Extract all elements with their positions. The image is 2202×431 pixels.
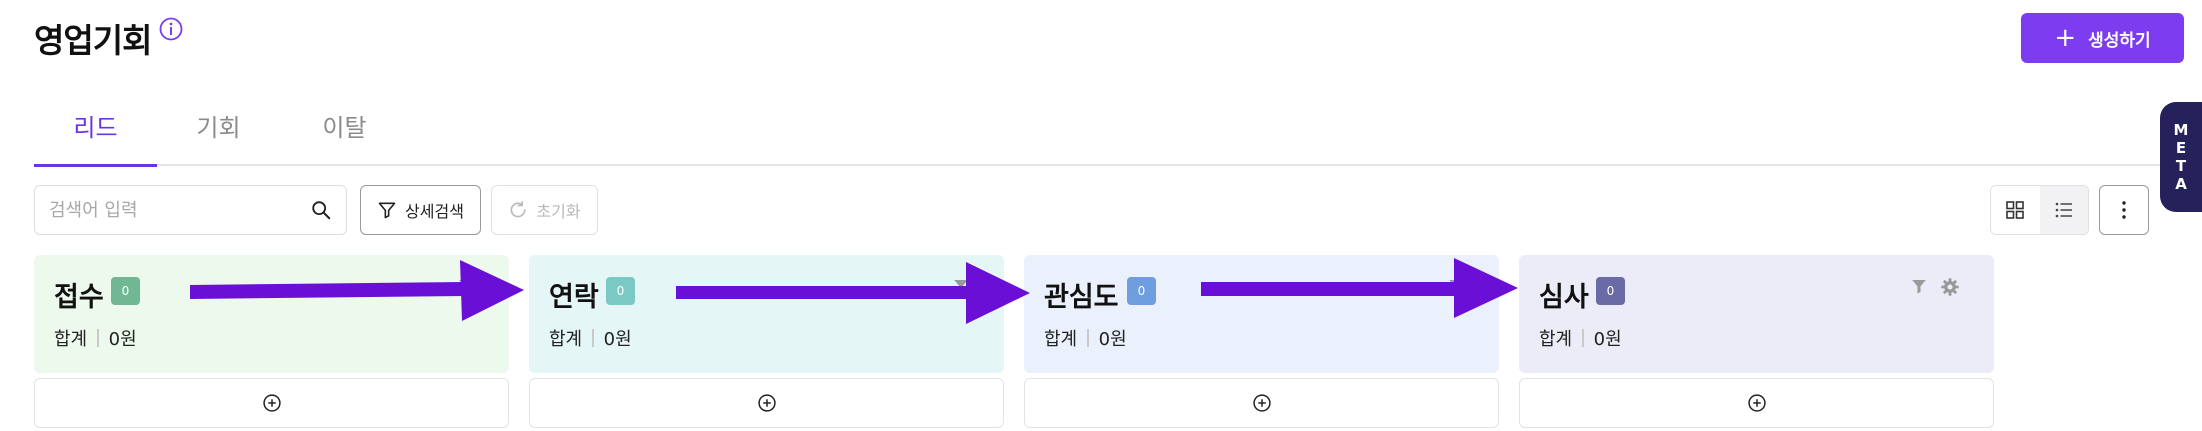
tab-lead[interactable]: 리드	[34, 108, 157, 167]
search-input[interactable]	[49, 199, 310, 221]
meta-letter: M	[2173, 121, 2189, 139]
meta-letter: T	[2175, 157, 2187, 175]
filter-icon	[378, 202, 396, 219]
kanban-column-review: 심사 0 합계 0원	[1519, 255, 1994, 428]
column-title: 접수	[54, 282, 104, 313]
plus-icon: +	[2054, 23, 2077, 53]
filter-icon[interactable]	[952, 277, 970, 295]
more-options-button[interactable]	[2099, 185, 2149, 235]
tab-label: 리드	[73, 114, 118, 142]
reset-button[interactable]: 초기화	[491, 185, 598, 235]
grid-view-button[interactable]	[1991, 186, 2040, 234]
column-sum: 합계 0원	[1044, 325, 1127, 351]
sum-label: 합계	[54, 329, 88, 350]
search-box	[34, 185, 347, 235]
create-button-label: 생성하기	[2088, 30, 2151, 51]
list-view-icon	[2055, 202, 2072, 218]
detail-search-label: 상세검색	[405, 202, 464, 221]
tab-opportunity[interactable]: 기회	[157, 108, 280, 166]
plus-circle-icon	[262, 394, 281, 412]
column-header: 접수 0 합계 0원	[34, 255, 509, 373]
meta-letter: A	[2175, 175, 2187, 193]
divider	[1582, 329, 1584, 347]
divider	[97, 329, 99, 347]
count-badge: 0	[111, 277, 140, 305]
kanban-column-interest: 관심도 0 합계 0원	[1024, 255, 1499, 428]
filter-icon[interactable]	[1447, 277, 1465, 295]
column-header: 연락 0 합계 0원	[529, 255, 1004, 373]
count-badge: 0	[1127, 277, 1156, 305]
column-sum: 합계 0원	[549, 325, 632, 351]
plus-circle-icon	[757, 394, 776, 412]
divider	[592, 329, 594, 347]
sum-value: 0원	[108, 329, 137, 350]
sum-value: 0원	[1098, 329, 1127, 350]
grid-view-icon	[2006, 201, 2025, 219]
column-actions	[952, 277, 970, 295]
column-title: 관심도	[1044, 282, 1119, 313]
count-badge: 0	[1596, 277, 1625, 305]
gear-icon[interactable]	[1940, 277, 1960, 297]
column-header: 관심도 0 합계 0원	[1024, 255, 1499, 373]
add-card-button[interactable]	[34, 378, 509, 428]
sum-value: 0원	[1593, 329, 1622, 350]
filter-icon[interactable]	[1910, 277, 1928, 295]
add-card-button[interactable]	[1024, 378, 1499, 428]
sum-value: 0원	[603, 329, 632, 350]
more-vertical-icon	[2122, 201, 2126, 219]
kanban-column-received: 접수 0 합계 0원	[34, 255, 509, 428]
column-sum: 합계 0원	[1539, 325, 1622, 351]
meta-letter: E	[2175, 139, 2187, 157]
reset-label: 초기화	[536, 202, 581, 221]
column-title: 심사	[1539, 282, 1589, 313]
meta-side-tab[interactable]: M E T A	[2160, 102, 2202, 212]
count-badge: 0	[606, 277, 635, 305]
page-title: 영업기회	[34, 21, 152, 60]
divider	[1087, 329, 1089, 347]
add-card-button[interactable]	[529, 378, 1004, 428]
column-title: 연락	[549, 282, 599, 313]
tab-label: 이탈	[322, 114, 367, 142]
create-button[interactable]: + 생성하기	[2021, 13, 2184, 63]
tab-churn[interactable]: 이탈	[283, 108, 406, 166]
tab-bar: 리드 기회 이탈	[34, 108, 2194, 167]
detail-search-button[interactable]: 상세검색	[360, 185, 481, 235]
plus-circle-icon	[1747, 394, 1766, 412]
sum-label: 합계	[549, 329, 583, 350]
tab-label: 기회	[196, 114, 241, 142]
search-icon[interactable]	[310, 199, 332, 221]
column-header: 심사 0 합계 0원	[1519, 255, 1994, 373]
filter-icon[interactable]	[457, 277, 475, 295]
column-sum: 합계 0원	[54, 325, 137, 351]
column-actions	[1910, 277, 1960, 297]
view-toggle	[1990, 185, 2089, 235]
refresh-icon	[510, 200, 526, 218]
sum-label: 합계	[1539, 329, 1573, 350]
column-actions	[1447, 277, 1465, 295]
column-actions	[457, 277, 475, 295]
list-view-button[interactable]	[2039, 186, 2088, 234]
sum-label: 합계	[1044, 329, 1078, 350]
info-icon[interactable]	[159, 17, 183, 41]
kanban-column-contact: 연락 0 합계 0원	[529, 255, 1004, 428]
add-card-button[interactable]	[1519, 378, 1994, 428]
plus-circle-icon	[1252, 394, 1271, 412]
